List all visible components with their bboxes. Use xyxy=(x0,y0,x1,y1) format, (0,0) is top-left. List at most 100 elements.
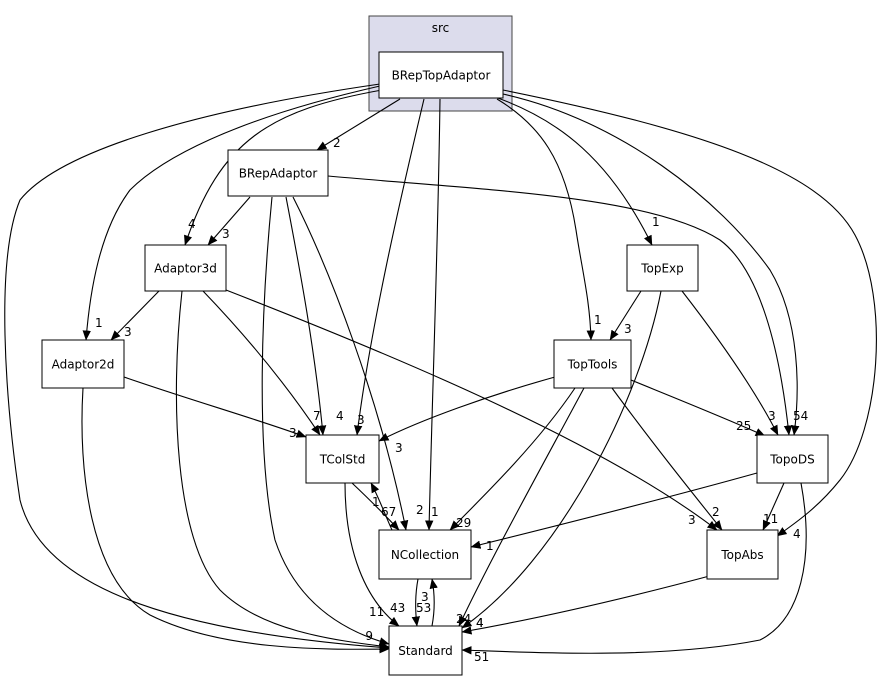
edge-label-toptools-topods: 25 xyxy=(736,419,751,433)
edge-brt-topexp[interactable] xyxy=(494,96,653,246)
edge-label-topexp-topods: 3 xyxy=(768,409,776,423)
edge-topexp-topods[interactable] xyxy=(681,290,779,436)
node-label-ncollection: NCollection xyxy=(391,548,459,562)
edge-label-adaptor3d-tcolstd: 7 xyxy=(313,409,321,423)
node-breptopadaptor[interactable]: BRepTopAdaptor xyxy=(378,51,504,99)
edge-toptools-standard[interactable] xyxy=(458,387,585,627)
cluster-src-label: src xyxy=(432,21,450,35)
node-label-breptopadaptor: BRepTopAdaptor xyxy=(392,69,491,83)
edge-ncollection-tcolstd[interactable] xyxy=(370,482,393,531)
edge-brt-toptools[interactable] xyxy=(496,98,595,341)
edge-toptools-ncollection[interactable] xyxy=(449,387,576,531)
node-box-toptools xyxy=(553,339,632,389)
edge-topabs-standard[interactable] xyxy=(461,573,718,635)
edge-topods-standard[interactable] xyxy=(461,482,807,655)
node-box-standard xyxy=(388,625,463,676)
edge-brt-adaptor2d[interactable] xyxy=(82,85,381,341)
edge-topods-ncollection[interactable] xyxy=(470,472,758,549)
node-box-ncollection xyxy=(378,529,472,580)
edge-adaptor2d-standard[interactable] xyxy=(81,387,390,654)
edge-brepadaptor-tcolstd[interactable] xyxy=(285,196,327,436)
edge-brepadaptor-standard[interactable] xyxy=(261,196,390,646)
edge-brt-ncollection[interactable] xyxy=(425,98,441,531)
edge-label-brt-topabs: 4 xyxy=(793,527,801,541)
edge-label-brt-topods: 54 xyxy=(793,409,808,423)
edge-label-adaptor3d-adaptor2d: 3 xyxy=(124,325,132,339)
node-brepadaptor[interactable]: BRepAdaptor xyxy=(227,149,329,197)
edge-toptools-topods[interactable] xyxy=(630,379,766,437)
node-label-adaptor2d: Adaptor2d xyxy=(52,358,115,372)
edge-adaptor2d-tcolstd[interactable] xyxy=(123,376,307,438)
node-box-adaptor2d xyxy=(41,339,125,389)
edge-label-toptools-standard: 24 xyxy=(456,612,471,626)
node-box-topexp xyxy=(626,244,699,292)
edge-topexp-standard[interactable] xyxy=(461,290,662,629)
edge-label-toptools-topabs: 2 xyxy=(712,505,720,519)
edge-label-toptools-tcolstd: 3 xyxy=(395,441,403,455)
edge-label-toptools-ncollection: 29 xyxy=(456,516,471,530)
edge-tcolstd-standard[interactable] xyxy=(344,482,400,627)
edge-brt-standard[interactable] xyxy=(4,83,390,652)
edge-label-brt-adaptor2d: 1 xyxy=(95,316,103,330)
node-box-brepadaptor xyxy=(227,149,329,197)
node-adaptor2d[interactable]: Adaptor2d xyxy=(41,339,125,389)
edge-label-brt-standard: 9 xyxy=(365,629,373,643)
edge-brt-adaptor3d[interactable] xyxy=(184,89,383,246)
node-label-topexp: TopExp xyxy=(640,262,684,276)
edge-label-topexp-toptools: 3 xyxy=(624,322,632,336)
edge-label-tcolstd-ncollection: 67 xyxy=(381,505,396,519)
edge-brt-brepadaptor[interactable] xyxy=(316,98,401,151)
edge-label-ncollection-tcolstd: 1 xyxy=(372,495,380,509)
edge-label-adaptor3d-topabs: 3 xyxy=(688,513,696,527)
edge-brt-topabs[interactable] xyxy=(502,89,877,537)
edge-topexp-toptools[interactable] xyxy=(609,290,642,341)
edge-brepadaptor-topods[interactable] xyxy=(327,175,793,436)
node-ncollection[interactable]: NCollection xyxy=(378,529,472,580)
node-topexp[interactable]: TopExp xyxy=(626,244,699,292)
edge-brepadaptor-adaptor3d[interactable] xyxy=(207,196,251,246)
edge-label-adaptor2d-tcolstd: 3 xyxy=(289,426,297,440)
edge-label-brepadaptor-tcolstd: 4 xyxy=(336,409,344,423)
node-label-brepadaptor: BRepAdaptor xyxy=(239,167,318,181)
node-box-topabs xyxy=(706,529,779,580)
edge-label-topabs-standard: 4 xyxy=(476,616,484,630)
edge-brt-topods[interactable] xyxy=(502,93,800,436)
edge-label-brt-ncollection: 1 xyxy=(431,505,439,519)
edge-adaptor3d-topabs[interactable] xyxy=(225,289,718,531)
edge-adaptor3d-tcolstd[interactable] xyxy=(202,290,321,436)
edge-adaptor3d-standard[interactable] xyxy=(175,290,390,651)
edge-topods-topabs[interactable] xyxy=(762,482,785,531)
edge-tcolstd-ncollection[interactable] xyxy=(351,482,400,531)
edge-label-brt-tcolstd: 3 xyxy=(357,413,365,427)
edge-standard-ncollection[interactable] xyxy=(429,578,438,627)
edge-toptools-topabs[interactable] xyxy=(611,387,723,531)
node-tcolstd[interactable]: TColStd xyxy=(305,434,380,484)
edge-label-brt-toptools: 1 xyxy=(594,313,602,327)
node-label-toptools: TopTools xyxy=(567,358,618,372)
edge-label-tcolstd-standard: 43 xyxy=(390,601,405,615)
edge-brepadaptor-ncollection[interactable] xyxy=(292,196,409,531)
node-adaptor3d[interactable]: Adaptor3d xyxy=(144,244,227,292)
edge-label-topods-topabs: 11 xyxy=(763,512,778,526)
edge-label-topexp-standard: 4 xyxy=(476,616,484,630)
node-topabs[interactable]: TopAbs xyxy=(706,529,779,580)
edge-label-brepadaptor-ncollection: 2 xyxy=(416,503,424,517)
edge-toptools-tcolstd[interactable] xyxy=(378,376,556,442)
node-label-adaptor3d: Adaptor3d xyxy=(154,262,217,276)
node-topods[interactable]: TopoDS xyxy=(756,434,829,484)
edge-label-brepadaptor-adaptor3d: 3 xyxy=(222,227,230,241)
edge-label-topods-standard: 51 xyxy=(474,650,489,664)
edge-adaptor3d-adaptor2d[interactable] xyxy=(110,290,160,341)
node-standard[interactable]: Standard xyxy=(388,625,463,676)
node-toptools[interactable]: TopTools xyxy=(553,339,632,389)
edge-ncollection-standard[interactable] xyxy=(411,578,420,627)
edge-label-brt-topexp: 1 xyxy=(652,215,660,229)
node-box-breptopadaptor xyxy=(378,51,504,99)
edge-label-topods-ncollection: 1 xyxy=(486,539,494,553)
node-label-tcolstd: TColStd xyxy=(319,453,366,467)
edge-brt-tcolstd[interactable] xyxy=(354,98,425,436)
node-label-standard: Standard xyxy=(398,644,453,658)
node-label-topods: TopoDS xyxy=(769,453,814,467)
node-box-tcolstd xyxy=(305,434,380,484)
